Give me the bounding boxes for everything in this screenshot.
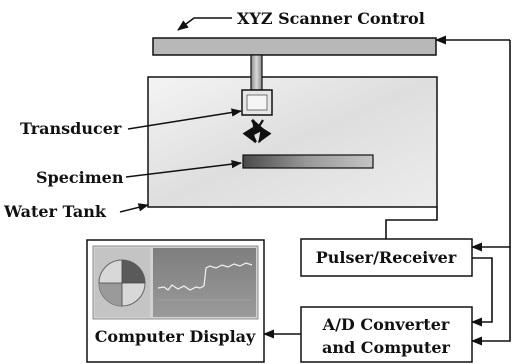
computer-display-label: Computer Display	[95, 327, 256, 346]
pulser-to-adc-line	[470, 257, 493, 327]
scanner-label-arrow	[177, 17, 232, 31]
transducer-label: Transducer	[20, 119, 122, 138]
bus-to-adc-line	[470, 247, 511, 346]
scanner-bar	[152, 37, 437, 56]
water-tank-label: Water Tank	[3, 202, 107, 221]
specimen-label: Specimen	[36, 168, 124, 187]
waveform-trace	[157, 262, 253, 291]
transducer-rod	[250, 54, 263, 91]
scanner-to-pulser-line	[470, 40, 511, 252]
ultrasound-beam-icon	[242, 118, 272, 144]
pulser-receiver-label: Pulser/Receiver	[316, 248, 457, 267]
scanner-label: XYZ Scanner Control	[237, 9, 425, 28]
specimen-pointer	[125, 159, 243, 178]
c-scan-image-icon	[98, 259, 146, 307]
water-tank	[147, 76, 438, 208]
specimen	[242, 154, 374, 169]
tank-to-pulser-line	[385, 207, 438, 239]
water-tank-pointer	[119, 203, 150, 213]
connections	[262, 35, 511, 346]
adc-box	[300, 306, 473, 363]
transducer-pointer	[127, 108, 243, 130]
adc-label-line2: and Computer	[322, 338, 450, 357]
transducer-face	[246, 94, 268, 111]
pulser-receiver-box	[300, 238, 473, 277]
adc-label-line1: A/D Converter	[322, 315, 450, 334]
